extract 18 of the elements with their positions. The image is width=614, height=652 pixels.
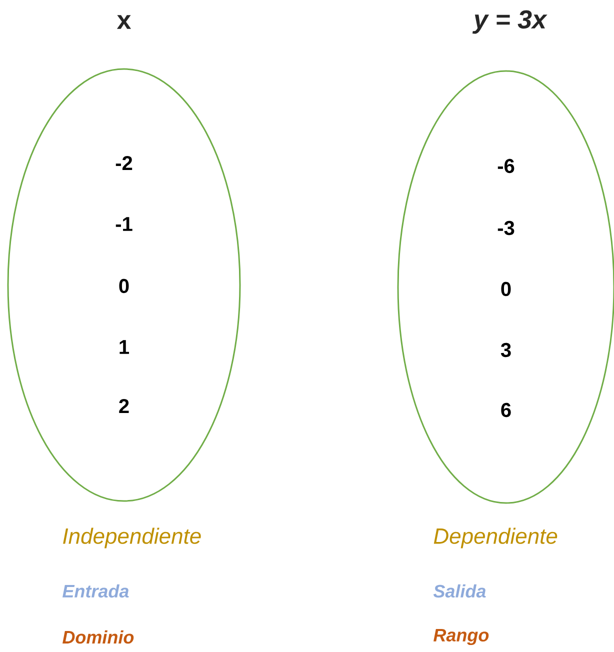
value-label: -3 bbox=[498, 220, 514, 236]
value-label: 3 bbox=[500, 342, 511, 358]
category-label: Salida bbox=[433, 584, 486, 598]
value-label: 0 bbox=[501, 282, 511, 296]
category-label: Dependiente bbox=[434, 528, 558, 548]
category-label: Rango bbox=[434, 628, 489, 646]
value-label: 6 bbox=[501, 402, 511, 418]
value-label: -1 bbox=[116, 217, 132, 231]
category-label: Dominio bbox=[62, 630, 134, 644]
value-label: 2 bbox=[119, 399, 129, 413]
value-label: -2 bbox=[116, 156, 132, 170]
value-label: -6 bbox=[498, 158, 514, 174]
category-label: Independiente bbox=[63, 528, 201, 548]
value-label: 0 bbox=[119, 278, 129, 294]
category-label: Entrada bbox=[62, 584, 129, 598]
heading: y = 3x bbox=[472, 10, 548, 34]
heading: x bbox=[116, 15, 132, 29]
value-label: 1 bbox=[120, 340, 129, 354]
